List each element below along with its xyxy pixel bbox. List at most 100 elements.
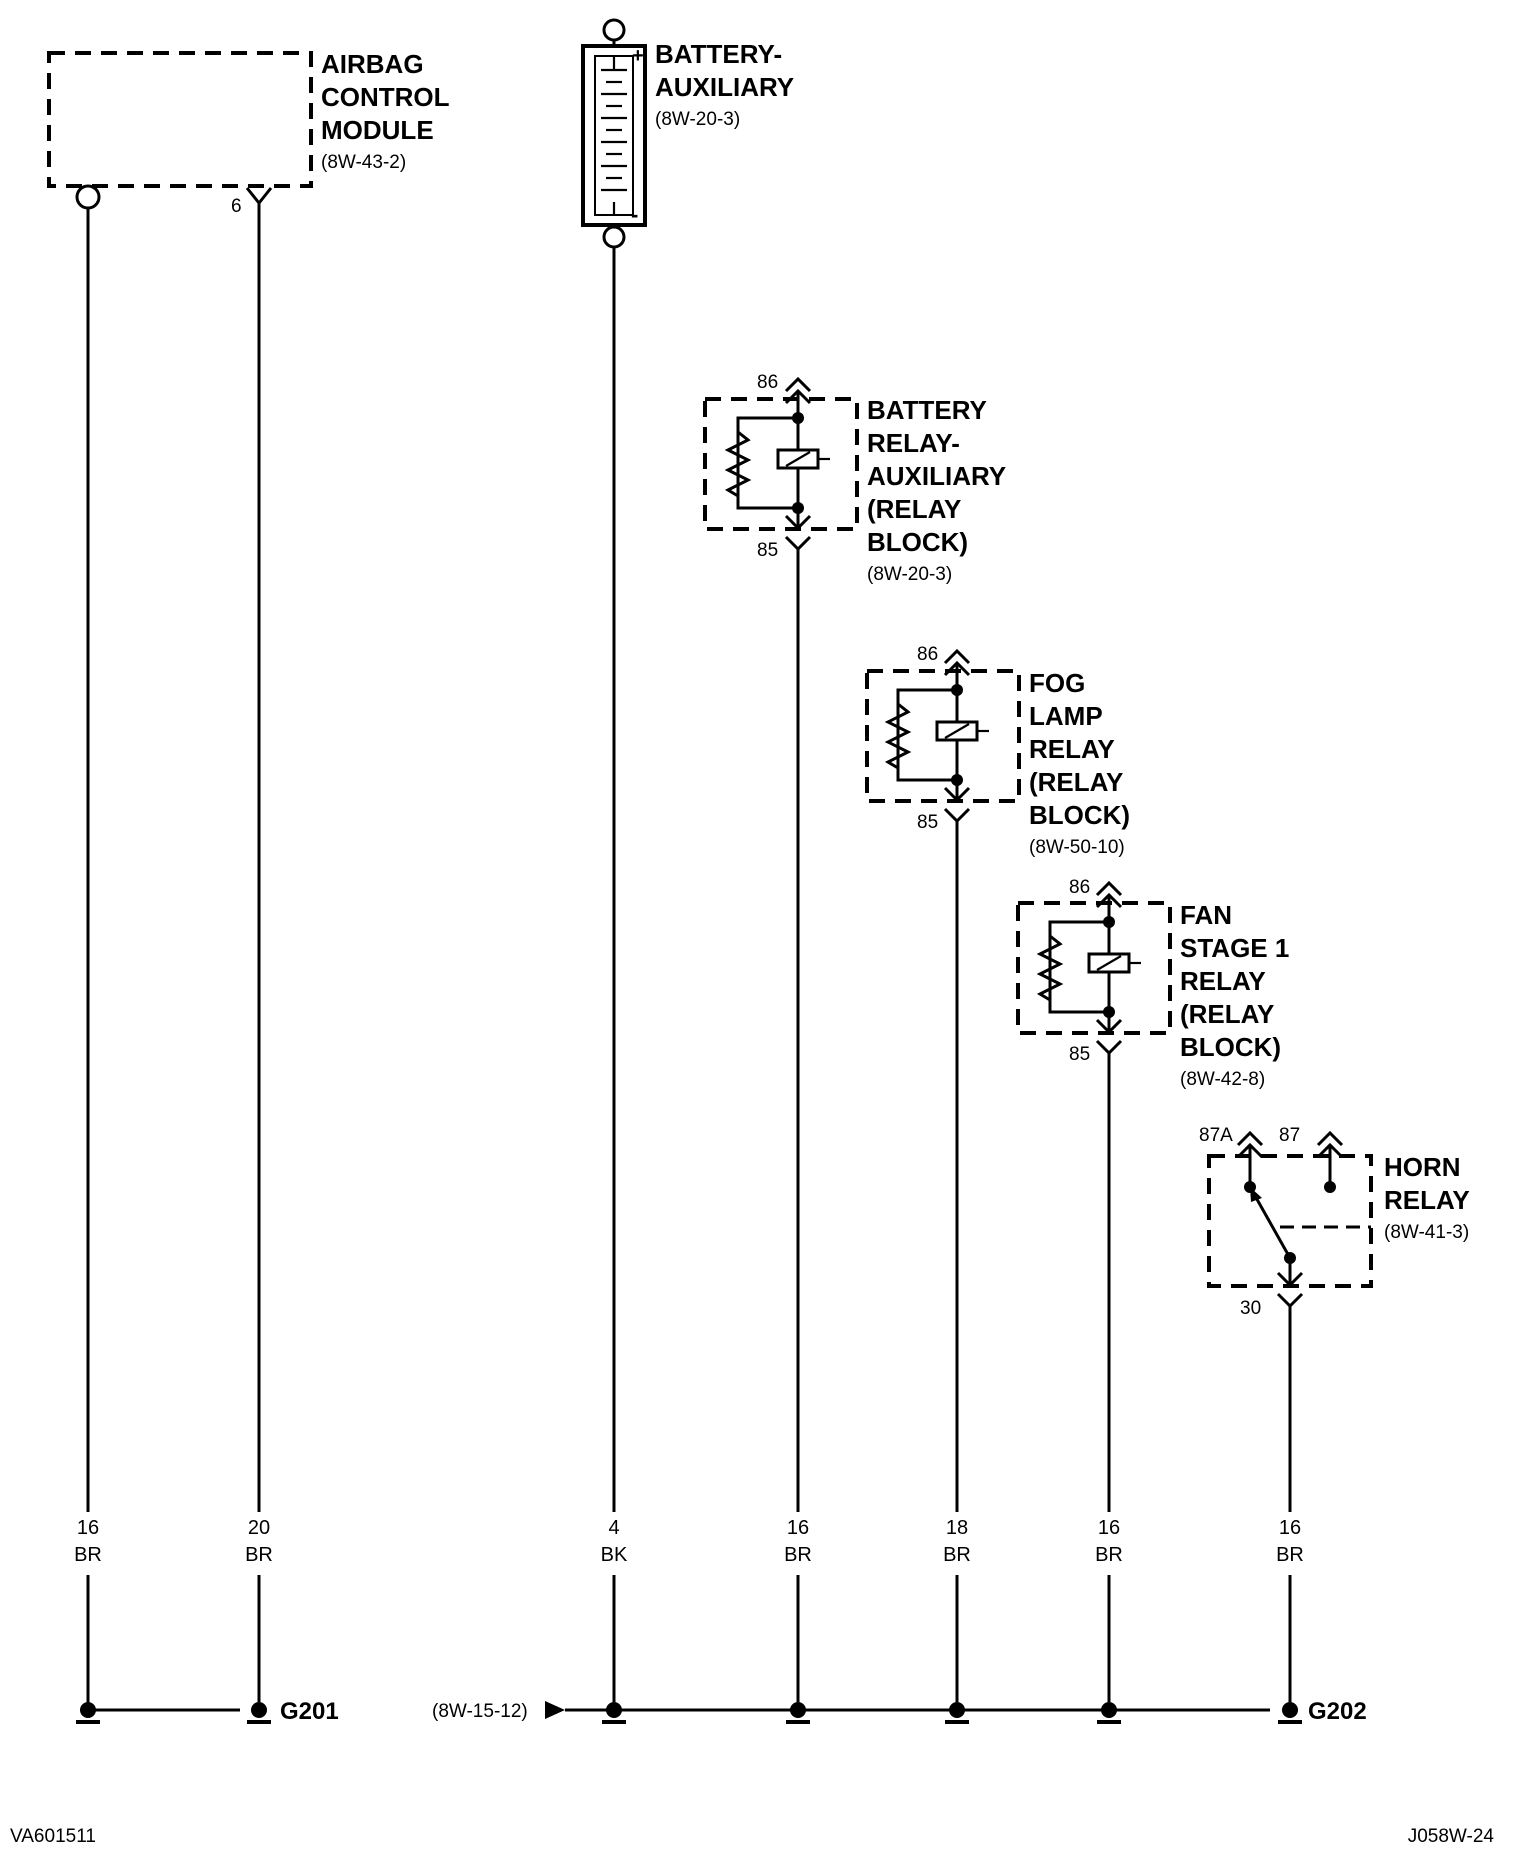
ground-g202: (8W-15-12) G202: [432, 1698, 1367, 1725]
battery-relay-box: [703, 397, 859, 531]
battery-body: [581, 44, 647, 227]
airbag-pin6-connector: [245, 187, 273, 206]
ground-symbol: [76, 1702, 100, 1724]
battery-relay-name-line-3: AUXILIARY: [867, 461, 1006, 491]
battery-cells: [601, 56, 627, 215]
wire-5-color: BR: [943, 1544, 971, 1566]
horn-relay-pin30-connector: [1276, 1292, 1304, 1309]
footer-left-code: VA601511: [10, 1826, 96, 1847]
fog-relay-pin85-connector: [943, 807, 971, 824]
ground-symbol: [1278, 1702, 1302, 1724]
wire-1-gauge: 16: [77, 1517, 99, 1539]
battery-name-line-2: AUXILIARY: [655, 72, 794, 102]
fan-relay-name-line-4: (RELAY: [1180, 999, 1274, 1029]
wire-2-gauge: 20: [248, 1517, 270, 1539]
airbag-module-box: [47, 51, 313, 188]
ground-symbol: [786, 1702, 810, 1724]
wire-6-color: BR: [1095, 1544, 1123, 1566]
horn-relay-pin87-connector: [1316, 1130, 1344, 1147]
airbag-name-line-2: CONTROL: [321, 82, 450, 112]
ground-symbol: [247, 1702, 271, 1724]
wire-4-gauge: 16: [787, 1517, 809, 1539]
footer-right-code: J058W-24: [1408, 1826, 1495, 1847]
battery-ref: (8W-20-3): [655, 109, 740, 130]
ground-g201-label: G201: [280, 1698, 339, 1725]
airbag-eyelet: [75, 184, 101, 210]
battery-plus-sign: +: [632, 45, 644, 67]
battery-name-line-1: BATTERY-: [655, 39, 782, 69]
fan-relay-resistor: [1036, 934, 1064, 1002]
battery-relay-name-line-2: RELAY-: [867, 428, 960, 458]
wire-4-color: BR: [784, 1544, 812, 1566]
battery-relay-pin86-label: 86: [757, 372, 778, 393]
battery-minus-sign: -: [631, 202, 638, 227]
battery-relay-pin86-connector: [784, 376, 812, 393]
fog-relay-name-line-5: BLOCK): [1029, 800, 1130, 830]
wire-labels: 16 BR 20 BR 4 BK 16 BR 18 BR 16 BR 16 BR: [74, 1517, 1304, 1566]
ground-g201: G201: [76, 1698, 339, 1725]
battery-relay-ref: (8W-20-3): [867, 564, 952, 585]
battery-relay-name-line-4: (RELAY: [867, 494, 961, 524]
ground-g202-ref: (8W-15-12): [432, 1701, 528, 1722]
ground-g202-label: G202: [1308, 1698, 1367, 1725]
fan-relay-name-line-2: STAGE 1: [1180, 933, 1289, 963]
wire-7-gauge: 16: [1279, 1517, 1301, 1539]
ground-symbol: [1097, 1702, 1121, 1724]
horn-relay-pin87a-label: 87A: [1199, 1125, 1233, 1146]
fan-relay-name-line-3: RELAY: [1180, 966, 1266, 996]
airbag-name-line-1: AIRBAG: [321, 49, 424, 79]
horn-relay: 87A 87 30 HORN RELAY (8W-41-3): [1199, 1125, 1470, 1319]
fan-stage-1-relay: 86 85 FAN STAGE 1 RELAY (RELAY BLOCK) (8…: [1016, 877, 1289, 1090]
fog-relay-resistor: [884, 702, 912, 770]
wire-7-color: BR: [1276, 1544, 1304, 1566]
fog-relay-name-line-4: (RELAY: [1029, 767, 1123, 797]
airbag-ref: (8W-43-2): [321, 152, 406, 173]
horn-relay-name-line-2: RELAY: [1384, 1185, 1470, 1215]
battery-relay-pin85-connector: [784, 535, 812, 552]
battery-relay-auxiliary: 86 85 BATTERY RELAY- AUXILIARY (RELAY BL…: [703, 372, 1006, 585]
airbag-pin-label: 6: [231, 196, 242, 217]
ground-symbol: [945, 1702, 969, 1724]
battery-auxiliary: + - BATTERY- AUXILIARY (8W-20-3): [581, 18, 794, 249]
fan-relay-pin85-connector: [1095, 1039, 1123, 1056]
wire-6-gauge: 16: [1098, 1517, 1120, 1539]
horn-relay-pin87-label: 87: [1279, 1125, 1300, 1146]
battery-relay-pin85-label: 85: [757, 540, 778, 561]
horn-relay-switch-arm: [1252, 1193, 1292, 1259]
fan-relay-pin86-connector: [1095, 880, 1123, 897]
fog-relay-ref: (8W-50-10): [1029, 837, 1125, 858]
battery-top-eyelet: [602, 18, 626, 42]
horn-relay-pin87a-connector: [1236, 1130, 1264, 1147]
battery-bottom-eyelet: [602, 225, 626, 249]
arrow-icon: [545, 1701, 565, 1719]
horn-relay-ref: (8W-41-3): [1384, 1222, 1469, 1243]
fog-relay-pin86-connector: [943, 648, 971, 665]
wire-5-gauge: 18: [946, 1517, 968, 1539]
horn-relay-name-line-1: HORN: [1384, 1152, 1461, 1182]
wire-1-color: BR: [74, 1544, 102, 1566]
airbag-control-module: AIRBAG CONTROL MODULE (8W-43-2) 6: [47, 49, 450, 217]
ground-symbol: [602, 1702, 626, 1724]
fog-relay-pin85-label: 85: [917, 812, 938, 833]
wire-3-color: BK: [601, 1544, 628, 1566]
wire-2-color: BR: [245, 1544, 273, 1566]
battery-relay-name-line-1: BATTERY: [867, 395, 987, 425]
fan-relay-name-line-5: BLOCK): [1180, 1032, 1281, 1062]
battery-relay-name-line-5: BLOCK): [867, 527, 968, 557]
wires: [86, 203, 1292, 1702]
fog-relay-name-line-1: FOG: [1029, 668, 1085, 698]
battery-relay-resistor: [724, 430, 752, 498]
horn-relay-pin30-label: 30: [1240, 1298, 1261, 1319]
fog-relay-name-line-2: LAMP: [1029, 701, 1103, 731]
fog-lamp-relay: 86 85 FOG LAMP RELAY (RELAY BLOCK) (8W-5…: [865, 644, 1130, 858]
fan-relay-name-line-1: FAN: [1180, 900, 1232, 930]
airbag-name-line-3: MODULE: [321, 115, 434, 145]
fan-relay-pin85-label: 85: [1069, 1044, 1090, 1065]
wire-3-gauge: 4: [608, 1517, 619, 1539]
fan-relay-pin86-label: 86: [1069, 877, 1090, 898]
fog-relay-pin86-label: 86: [917, 644, 938, 665]
fan-relay-box: [1016, 901, 1172, 1035]
fan-relay-ref: (8W-42-8): [1180, 1069, 1265, 1090]
fog-relay-box: [865, 669, 1021, 803]
